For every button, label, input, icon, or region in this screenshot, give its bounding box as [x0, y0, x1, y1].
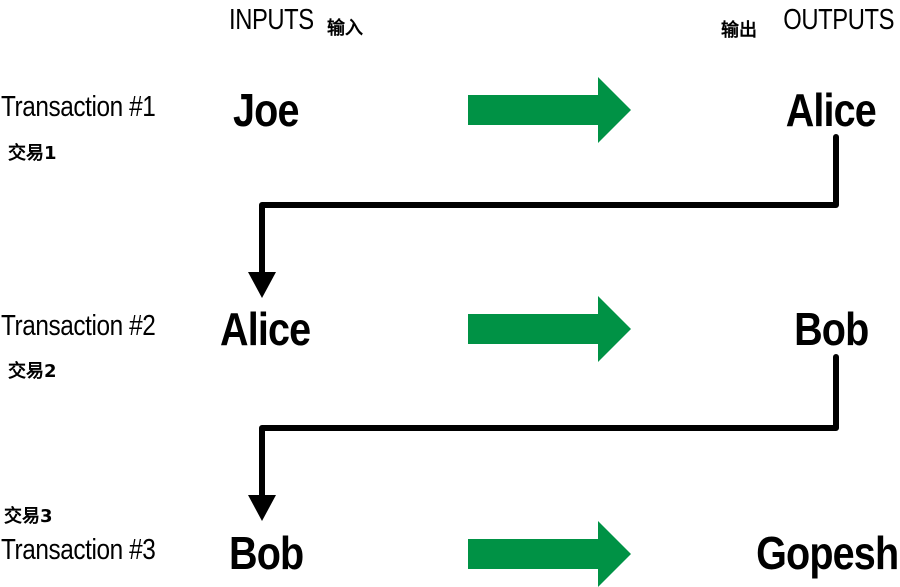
transaction-3-label-zh: 交易3: [4, 506, 53, 527]
green-arrow-2: [468, 296, 631, 362]
transaction-1-input: Joe: [233, 84, 299, 136]
connector-line-2: [259, 354, 839, 500]
transaction-1-label-zh: 交易1: [8, 143, 57, 164]
connector-arrowhead-1: [248, 272, 276, 298]
connector-arrowhead-2: [248, 495, 276, 521]
inputs-header-zh: 输入: [327, 18, 363, 39]
transaction-2-input: Alice: [220, 303, 311, 355]
transaction-3-label: Transaction #3: [1, 534, 156, 566]
outputs-header: OUTPUTS: [783, 4, 894, 36]
outputs-header-zh: 输出: [721, 20, 757, 41]
green-arrow-1: [468, 77, 631, 143]
transaction-3-input: Bob: [229, 527, 304, 579]
transaction-2-output: Bob: [793, 303, 869, 355]
green-arrow-3: [468, 521, 631, 587]
transaction-3-output: Gopesh: [755, 527, 899, 579]
transaction-1-output: Alice: [785, 84, 877, 136]
inputs-header: INPUTS: [229, 4, 314, 36]
transaction-2-label: Transaction #2: [1, 310, 156, 342]
transaction-2-label-zh: 交易2: [8, 361, 57, 382]
connector-line-1: [259, 134, 839, 277]
transaction-1-label: Transaction #1: [1, 91, 156, 123]
